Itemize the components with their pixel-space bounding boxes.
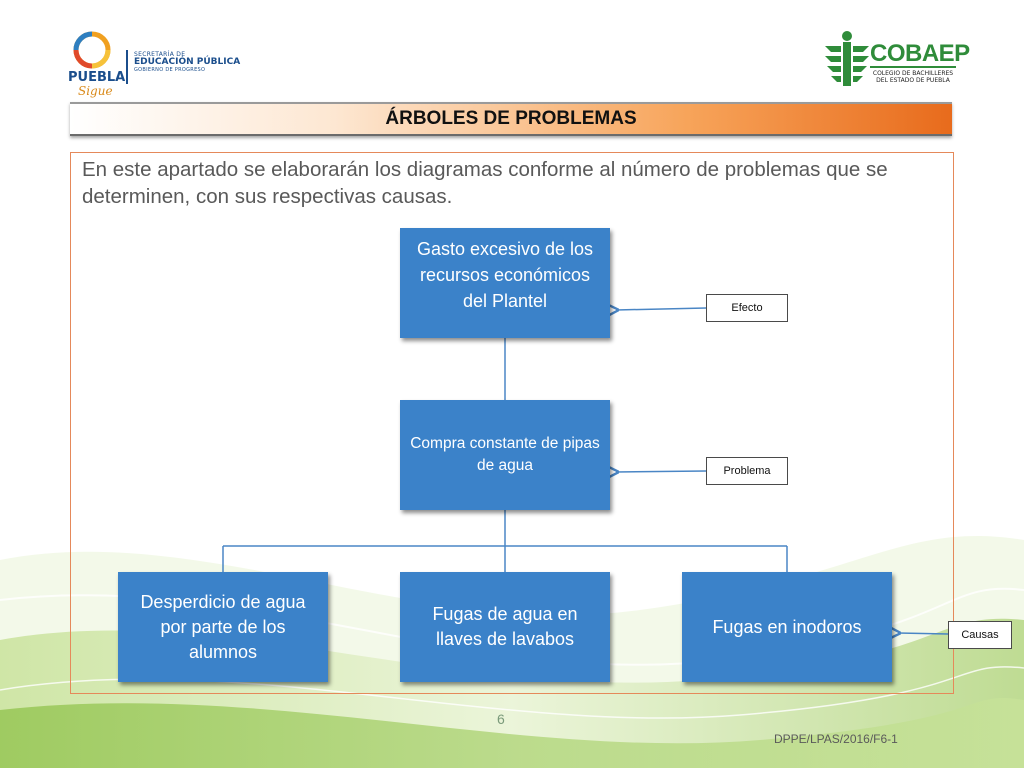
cause-text-2: Fugas de agua en llaves de lavabos [432,604,578,649]
cobaep-name: COBAEP [870,40,970,67]
cobaep-line2: DEL ESTADO DE PUEBLA [876,77,950,85]
problem-label: Problema [706,457,788,485]
problem-box: Compra constante de pipas de agua [400,400,610,510]
cause-text-1: Desperdicio de agua por parte de los alu… [140,591,306,662]
content-frame [70,152,954,694]
sep-line1: SECRETARÍA DE [134,51,186,58]
sep-logo-text: SECRETARÍA DE EDUCACIÓN PÚBLICA GOBIERNO… [134,51,241,73]
title-bar: ÁRBOLES DE PROBLEMAS [70,102,952,136]
cobaep-emblem-icon [825,31,869,86]
effect-text: Gasto excesivo de los recursos económico… [416,239,594,311]
cause-box-3: Fugas en inodoros [682,572,892,682]
cause-text-3: Fugas en inodoros [712,616,862,637]
cause-box-2: Fugas de agua en llaves de lavabos [400,572,610,682]
puebla-logo-tagline: Sigue [78,84,113,98]
effect-label: Efecto [706,294,788,322]
intro-paragraph: En este apartado se elaborarán los diagr… [82,158,888,208]
cobaep-subtitle: COLEGIO DE BACHILLERES DEL ESTADO DE PUE… [870,66,956,84]
document-code: DPPE/LPAS/2016/F6-1 [774,732,898,746]
page-number: 6 [497,711,505,727]
cobaep-line1: COLEGIO DE BACHILLERES [872,70,954,77]
slide-title: ÁRBOLES DE PROBLEMAS [385,108,637,129]
logo-separator [126,50,128,84]
problem-text: Compra constante de pipas de agua [410,435,600,474]
causes-label: Causas [948,621,1012,649]
sep-line2: EDUCACIÓN PÚBLICA [134,57,241,68]
puebla-sigue-logo-icon [73,31,111,69]
puebla-logo-text: PUEBLA [68,70,126,85]
sep-line3: GOBIERNO DE PROGRESO [134,66,206,73]
cause-box-1: Desperdicio de agua por parte de los alu… [118,572,328,682]
effect-box: Gasto excesivo de los recursos económico… [400,228,610,338]
